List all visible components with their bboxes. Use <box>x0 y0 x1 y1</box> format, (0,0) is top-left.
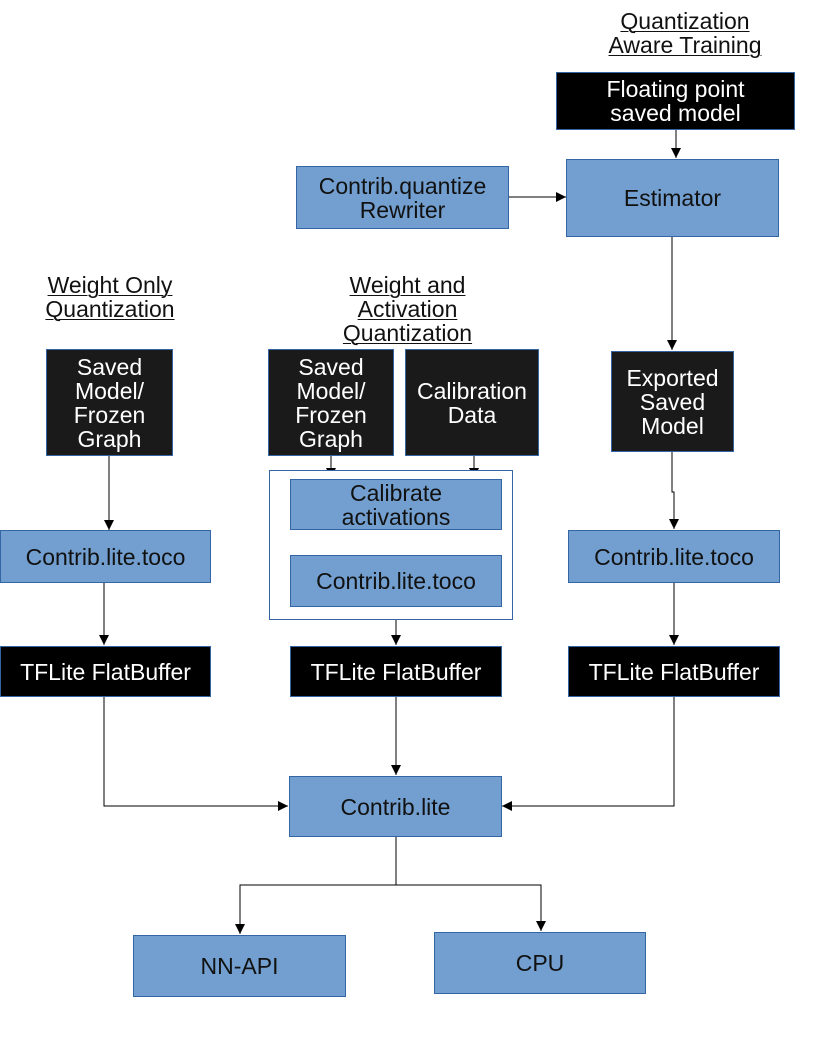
flatbuffer-right-node: TFLite FlatBuffer <box>568 646 780 697</box>
float-saved-model-node: Floating point saved model <box>556 72 795 130</box>
arrow-flatbuffer-right-to-lite <box>502 697 675 811</box>
calibrate-activations-node: Calibrate activations <box>290 479 502 530</box>
arrow-lite-to-nnapi <box>235 837 397 934</box>
heading-weight-only-quantization: Weight Only Quantization <box>45 272 175 322</box>
toco-right-node: Contrib.lite.toco <box>568 530 780 583</box>
estimator-node: Estimator <box>566 159 779 237</box>
flatbuffer-left-node: TFLite FlatBuffer <box>0 646 211 697</box>
nnapi-node: NN-API <box>133 935 346 997</box>
rewriter-node: Contrib.quantize Rewriter <box>296 166 509 229</box>
arrow-flatbuffer-left-to-lite <box>103 697 288 811</box>
heading-quantization-aware-training: Quantization Aware Training <box>608 8 762 58</box>
cpu-node: CPU <box>434 932 646 994</box>
arrow-exported-to-toco-right <box>669 452 679 529</box>
saved-model-mid-node: Saved Model/ Frozen Graph <box>268 349 394 456</box>
contrib-lite-node: Contrib.lite <box>289 776 502 837</box>
calibration-data-node: Calibration Data <box>405 349 539 456</box>
toco-mid-node: Contrib.lite.toco <box>290 555 502 607</box>
heading-weight-activation-quantization: Weight and Activation Quantization <box>342 272 473 346</box>
exported-saved-model-node: Exported Saved Model <box>611 351 734 452</box>
saved-model-left-node: Saved Model/ Frozen Graph <box>46 349 173 456</box>
arrow-lite-to-cpu <box>396 884 546 931</box>
flatbuffer-mid-node: TFLite FlatBuffer <box>290 646 502 697</box>
toco-left-node: Contrib.lite.toco <box>0 530 211 583</box>
